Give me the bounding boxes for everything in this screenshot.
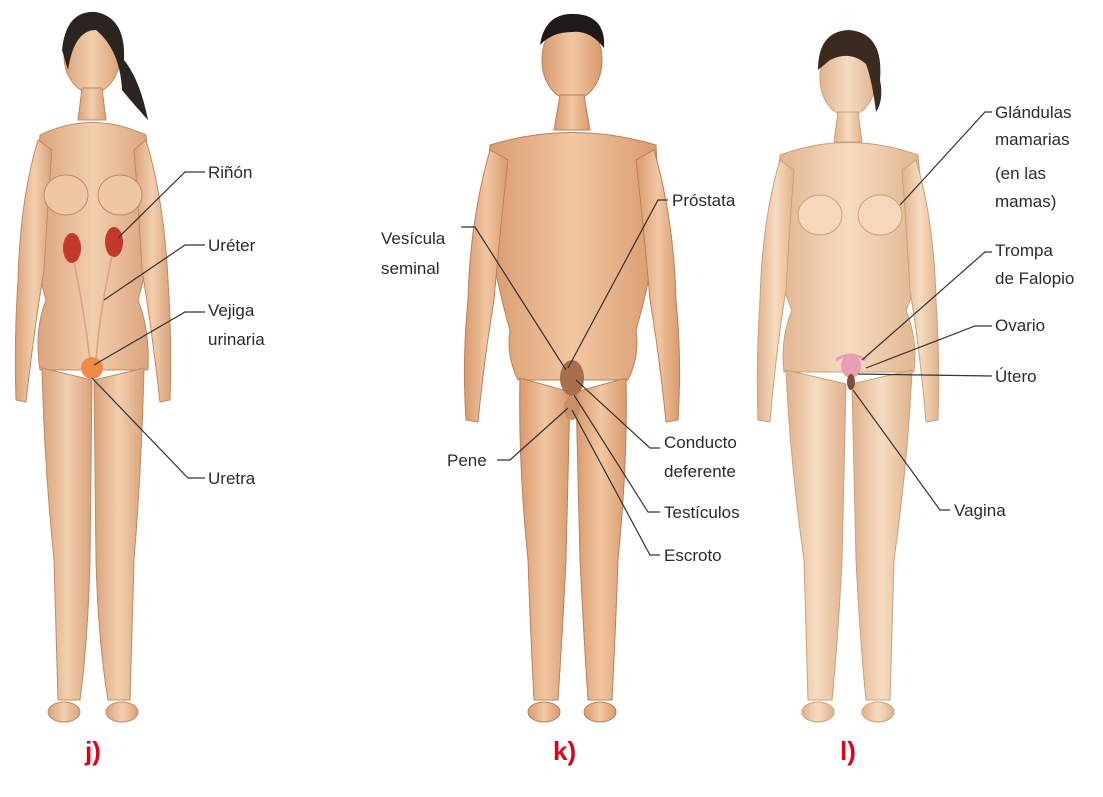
label-vagina: Vagina bbox=[954, 500, 1006, 522]
label-uretra: Uretra bbox=[208, 468, 255, 490]
label-ureter: Uréter bbox=[208, 235, 255, 257]
label-utero: Útero bbox=[995, 366, 1037, 388]
label-ovario: Ovario bbox=[995, 315, 1045, 337]
label-glandulas-line3: (en las bbox=[995, 163, 1046, 185]
caption-k: k) bbox=[553, 736, 576, 767]
breast-left-l bbox=[798, 195, 842, 235]
label-pene: Pene bbox=[447, 450, 487, 472]
label-trompa-line2: de Falopio bbox=[995, 268, 1074, 290]
label-conducto-line2: deferente bbox=[664, 461, 736, 483]
label-prostata: Próstata bbox=[672, 190, 735, 212]
label-vesicula-line1: Vesícula bbox=[381, 228, 445, 250]
label-testiculos: Testículos bbox=[664, 502, 740, 524]
kidney-left bbox=[63, 233, 81, 263]
caption-j: j) bbox=[85, 736, 101, 767]
label-trompa-line1: Trompa bbox=[995, 240, 1053, 262]
caption-l: l) bbox=[840, 736, 856, 767]
bladder bbox=[81, 357, 103, 379]
label-vejiga-line1: Vejiga bbox=[208, 300, 254, 322]
label-rinon: Riñón bbox=[208, 162, 252, 184]
breast-left bbox=[44, 175, 88, 215]
kidney-right bbox=[105, 227, 123, 257]
breast-right bbox=[98, 175, 142, 215]
label-conducto-line1: Conducto bbox=[664, 432, 737, 454]
label-vesicula-line2: seminal bbox=[381, 258, 440, 280]
label-vejiga-line2: urinaria bbox=[208, 329, 265, 351]
label-glandulas-line2: mamarias bbox=[995, 129, 1070, 151]
label-glandulas-line1: Glándulas bbox=[995, 102, 1072, 124]
label-glandulas-line4: mamas) bbox=[995, 191, 1056, 213]
breast-right-l bbox=[858, 195, 902, 235]
label-escroto: Escroto bbox=[664, 545, 722, 567]
